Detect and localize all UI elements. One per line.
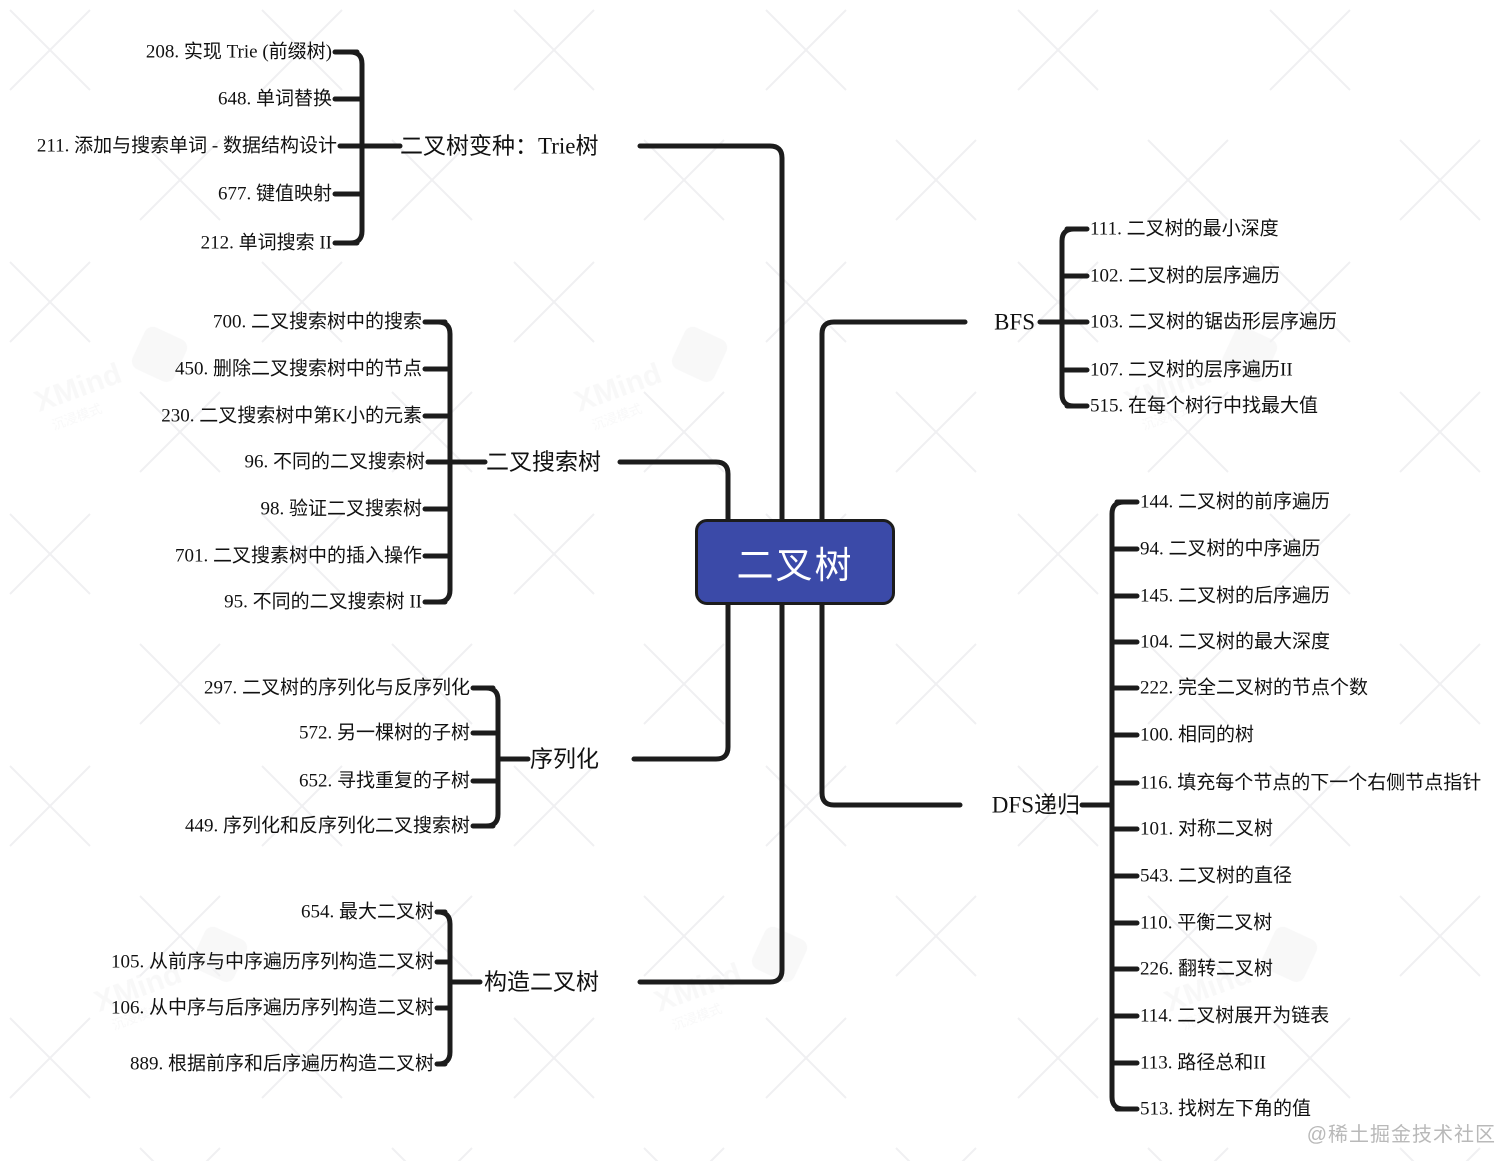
leaf-item[interactable]: 94. 二叉树的中序遍历 [1140,538,1321,560]
leaf-item[interactable]: 103. 二叉树的锯齿形层序遍历 [1090,311,1338,333]
leaf-item[interactable]: 145. 二叉树的后序遍历 [1140,585,1331,607]
leaf-item[interactable]: 95. 不同的二叉搜索树 II [224,591,422,613]
leaf-item[interactable]: 648. 单词替换 [217,88,332,110]
trunk-left-inner [617,459,731,762]
leaf-item[interactable]: 116. 填充每个节点的下一个右侧节点指针 [1140,772,1482,794]
leaf-item[interactable]: 222. 完全二叉树的节点个数 [1140,677,1369,699]
bracket-bfs [1059,226,1077,409]
root-node-label: 二叉树 [736,545,854,586]
leaf-item[interactable]: 111. 二叉树的最小深度 [1090,218,1279,240]
leaf-item[interactable]: 654. 最大二叉树 [300,901,434,923]
leaf-item[interactable]: 889. 根据前序和后序遍历构造二叉树 [129,1053,434,1075]
branch-label-dfs[interactable]: DFS递归 [991,792,1080,818]
branch-label-trie[interactable]: 二叉树变种：Trie树 [400,133,599,159]
leaf-item[interactable]: 106. 从中序与后序遍历序列构造二叉树 [110,997,434,1019]
leaf-item[interactable]: 572. 另一棵树的子树 [298,722,470,744]
branch-label-serialize[interactable]: 序列化 [530,746,599,772]
leaf-item[interactable]: 208. 实现 Trie (前缀树) [145,41,332,63]
leaf-item[interactable]: 450. 删除二叉搜索树中的节点 [174,358,422,380]
leaf-item[interactable]: 701. 二叉搜素树中的插入操作 [174,545,422,567]
leaf-item[interactable]: 98. 验证二叉搜索树 [260,498,422,520]
bracket-construct [435,909,453,1067]
leaf-item[interactable]: 677. 键值映射 [217,183,332,205]
leaf-item[interactable]: 226. 翻转二叉树 [1140,958,1274,980]
leaf-item[interactable]: 101. 对称二叉树 [1140,818,1274,840]
leaf-item[interactable]: 515. 在每个树行中找最大值 [1090,395,1319,417]
leaf-item[interactable]: 144. 二叉树的前序遍历 [1140,491,1331,513]
branch-label-bst[interactable]: 二叉搜索树 [486,449,601,475]
leaf-item[interactable]: 513. 找树左下角的值 [1140,1098,1312,1120]
leaf-item[interactable]: 212. 单词搜索 II [200,232,332,254]
credit-watermark: @稀土掘金技术社区 [1306,1124,1496,1146]
leaf-item[interactable]: 102. 二叉树的层序遍历 [1090,265,1281,287]
leaf-item[interactable]: 652. 寻找重复的子树 [298,770,470,792]
branch-label-bfs[interactable]: BFS [994,309,1035,335]
leaf-item[interactable]: 297. 二叉树的序列化与反序列化 [203,677,470,699]
leaf-item[interactable]: 449. 序列化和反序列化二叉搜索树 [184,815,470,837]
leaf-item[interactable]: 110. 平衡二叉树 [1140,912,1273,934]
leaf-item[interactable]: 113. 路径总和II [1140,1052,1266,1074]
leaf-item[interactable]: 230. 二叉搜索树中第K小的元素 [161,405,422,427]
leaf-item[interactable]: 96. 不同的二叉搜索树 [244,451,425,473]
leaf-item[interactable]: 107. 二叉树的层序遍历II [1090,359,1293,381]
leaf-item[interactable]: 700. 二叉搜索树中的搜索 [212,311,422,333]
leaf-item[interactable]: 100. 相同的树 [1140,724,1255,746]
bracket-serialize [483,685,501,829]
leaf-item[interactable]: 105. 从前序与中序遍历序列构造二叉树 [110,951,434,973]
branch-label-construct[interactable]: 构造二叉树 [484,969,599,995]
leaf-item[interactable]: 543. 二叉树的直径 [1140,865,1293,887]
leaf-item[interactable]: 114. 二叉树展开为链表 [1140,1005,1330,1027]
leaf-item[interactable]: 104. 二叉树的最大深度 [1140,631,1331,653]
root-node[interactable]: 二叉树 [695,519,895,605]
leaf-item[interactable]: 211. 添加与搜索单词 - 数据结构设计 [36,135,337,157]
